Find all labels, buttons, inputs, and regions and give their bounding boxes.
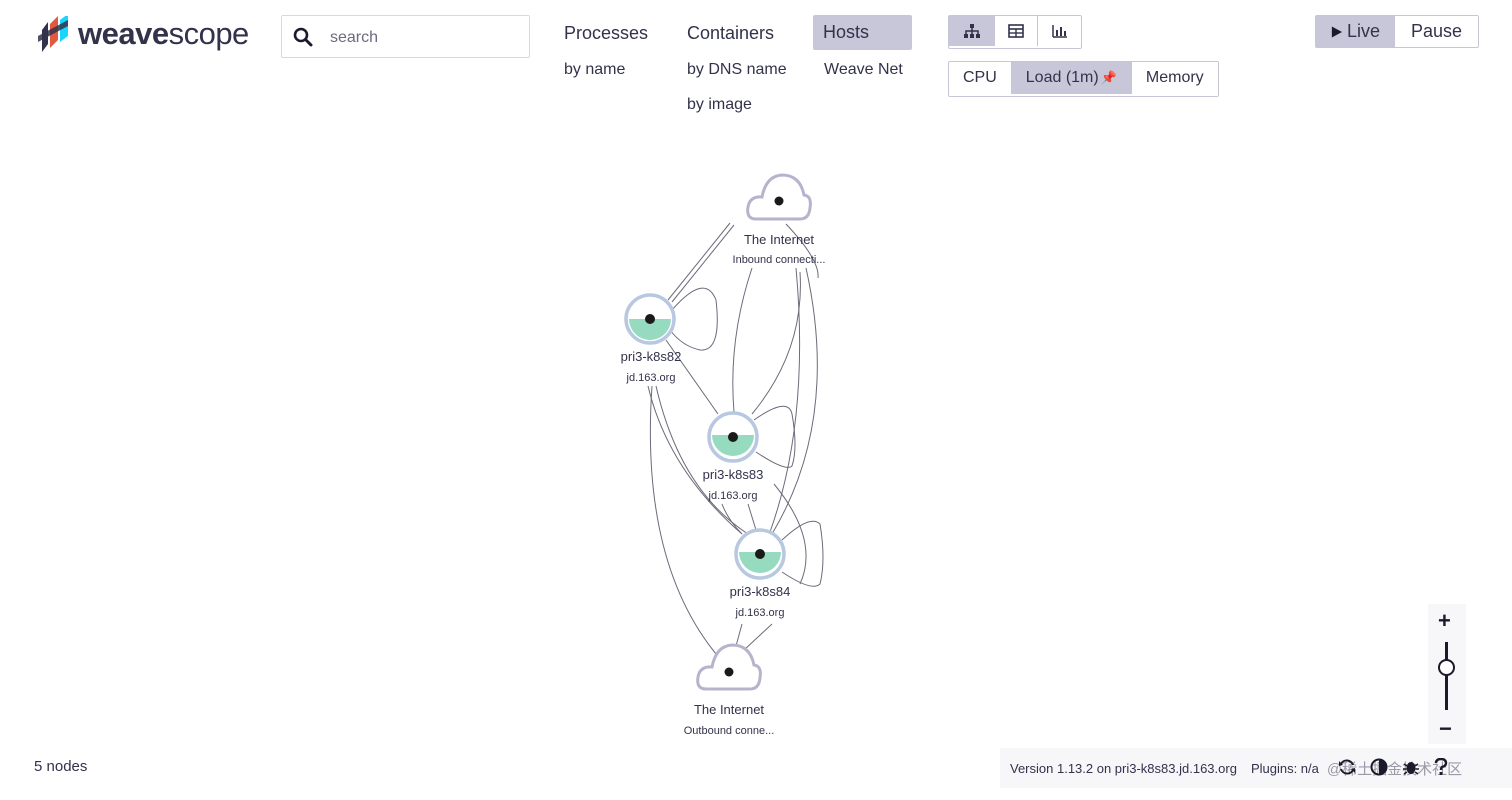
- node-center-dot: [728, 432, 738, 442]
- refresh-icon[interactable]: [1338, 758, 1356, 776]
- edge: [753, 405, 796, 468]
- node-label: pri3-k8s82: [621, 349, 682, 364]
- live-pause-group: Live Pause: [1315, 15, 1479, 48]
- metric-load-label: Load (1m): [1025, 69, 1099, 86]
- node-internet-inbound[interactable]: The Internet Inbound connecti...: [733, 173, 826, 266]
- metric-cpu-button[interactable]: CPU: [949, 62, 1012, 94]
- search-icon: [293, 27, 313, 47]
- zoom-control: + −: [1428, 604, 1466, 744]
- pin-icon: 📌: [1100, 70, 1117, 85]
- node-label: The Internet: [744, 232, 814, 247]
- weavescope-logo: weavescope: [38, 14, 249, 54]
- plugins-info: Plugins: n/a: [1250, 760, 1319, 776]
- node-internet-outbound[interactable]: The Internet Outbound conne...: [684, 643, 775, 737]
- edge: [732, 267, 753, 413]
- logo-text: weavescope: [78, 16, 249, 51]
- edge: [665, 339, 719, 415]
- edge: [649, 385, 717, 655]
- load-fill: [629, 319, 671, 340]
- edge: [747, 503, 757, 531]
- sub-topology-by-name[interactable]: by name: [564, 61, 626, 78]
- topology-processes[interactable]: Processes: [564, 23, 649, 43]
- play-icon: [1331, 25, 1343, 38]
- topology-hosts[interactable]: Hosts: [813, 15, 912, 50]
- view-mode-group: [948, 15, 1082, 49]
- load-fill: [712, 435, 754, 456]
- load-fill: [739, 552, 781, 573]
- graph-view-button[interactable]: [949, 16, 995, 46]
- edge: [667, 222, 731, 301]
- footer-bar: Version 1.13.2 on pri3-k8s83.jd.163.org …: [1000, 748, 1512, 788]
- node-sublabel: jd.163.org: [708, 490, 758, 502]
- node-count: 5 nodes: [34, 758, 88, 775]
- footer-tools: [1338, 758, 1448, 776]
- node-pri3-k8s84[interactable]: pri3-k8s84 jd.163.org: [730, 528, 791, 619]
- node-label: The Internet: [694, 702, 764, 717]
- watermark: @稀土掘金技术社区: [1326, 760, 1463, 778]
- edge: [743, 623, 773, 651]
- graph-edges: [647, 222, 824, 655]
- node-sublabel: Outbound conne...: [684, 725, 775, 737]
- edge: [671, 224, 735, 303]
- edge: [647, 385, 743, 535]
- edge: [781, 520, 824, 587]
- live-button[interactable]: Live: [1316, 16, 1395, 47]
- weave-logo-icon: [38, 16, 68, 52]
- resource-view-button[interactable]: [1038, 16, 1081, 46]
- metric-memory-button[interactable]: Memory: [1145, 69, 1204, 86]
- sub-topology-weave-net[interactable]: Weave Net: [824, 61, 903, 78]
- topology-containers[interactable]: Containers: [687, 23, 775, 43]
- version-info: Version 1.13.2 on pri3-k8s83.jd.163.org: [1010, 760, 1237, 776]
- metric-selector: CPU Load (1m)📌 Memory: [948, 61, 1219, 97]
- edge: [771, 267, 818, 535]
- contrast-icon[interactable]: [1370, 758, 1388, 776]
- node-center-dot: [724, 667, 734, 677]
- edge: [785, 223, 819, 279]
- node-center-dot: [645, 314, 655, 324]
- node-sublabel: Inbound connecti...: [733, 254, 826, 266]
- live-label: Live: [1346, 21, 1380, 41]
- zoom-out-button[interactable]: −: [1439, 716, 1452, 741]
- resource-view-icon: [1051, 25, 1067, 38]
- node-sublabel: jd.163.org: [735, 607, 785, 619]
- node-pri3-k8s83[interactable]: pri3-k8s83 jd.163.org: [703, 411, 764, 502]
- graph-view-icon: [963, 24, 980, 38]
- cloud-icon: [696, 643, 762, 691]
- node-center-dot: [774, 196, 784, 206]
- node-sublabel: jd.163.org: [626, 372, 676, 384]
- edge: [669, 287, 718, 351]
- search-input[interactable]: [328, 26, 522, 50]
- node-label: pri3-k8s83: [703, 467, 764, 482]
- metric-load-button[interactable]: Load (1m)📌: [1011, 62, 1132, 94]
- edge: [751, 271, 801, 415]
- table-view-button[interactable]: [995, 16, 1038, 46]
- zoom-slider-track[interactable]: [1445, 642, 1448, 710]
- edge: [735, 623, 743, 647]
- edge: [773, 483, 807, 585]
- table-view-icon: [1008, 24, 1024, 38]
- zoom-slider-handle[interactable]: [1438, 659, 1455, 676]
- zoom-in-button[interactable]: +: [1438, 608, 1451, 633]
- edge: [769, 267, 801, 533]
- sub-topology-by-dns-name[interactable]: by DNS name: [687, 61, 787, 78]
- node-label: pri3-k8s84: [730, 584, 791, 599]
- help-icon[interactable]: [1434, 758, 1448, 776]
- node-pri3-k8s82[interactable]: pri3-k8s82 jd.163.org: [621, 293, 682, 384]
- bug-icon[interactable]: [1402, 758, 1420, 776]
- node-center-dot: [755, 549, 765, 559]
- edge: [721, 503, 743, 535]
- sub-topology-by-image[interactable]: by image: [687, 96, 752, 113]
- pause-button[interactable]: Pause: [1410, 21, 1463, 41]
- search-box[interactable]: [281, 15, 530, 58]
